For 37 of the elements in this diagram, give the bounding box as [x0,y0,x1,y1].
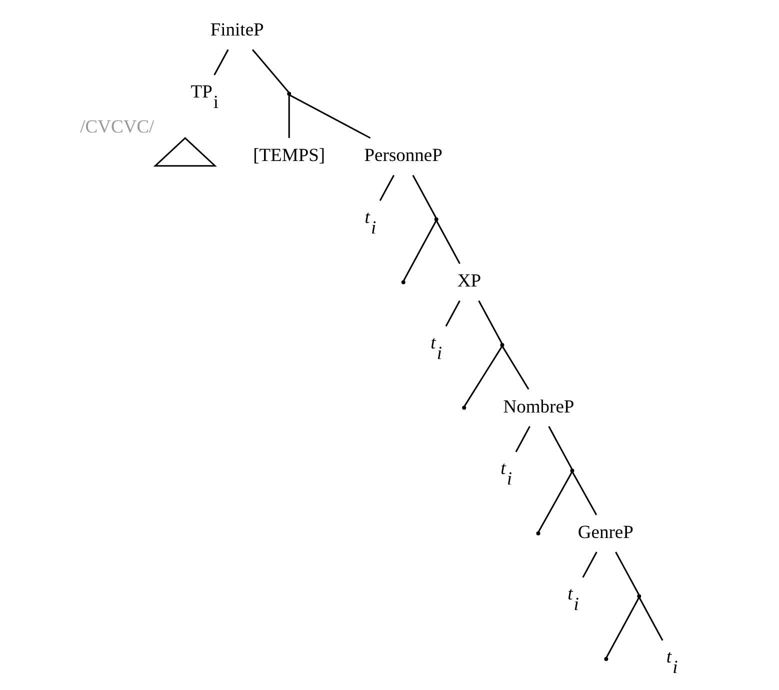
node-text: NombreP [502,396,574,418]
connector [548,426,572,470]
connector [582,552,597,578]
node-point [434,217,438,222]
connector [444,300,460,327]
connector [501,346,529,390]
node-point [286,92,291,96]
node-text: GenreP [577,522,633,543]
connector [412,174,436,218]
node-text: XP [456,270,481,292]
node-point [636,594,641,598]
node-point [570,468,574,473]
connector [251,49,289,93]
connector [402,220,436,281]
connector [478,300,502,344]
node-point [536,531,540,536]
node-point [462,406,466,410]
node-label: /CVCVC/ [80,116,154,138]
node-point [400,280,405,284]
connector [514,426,530,452]
node-triangle [152,137,216,167]
connector [614,552,639,595]
connector [571,472,597,516]
node-text: PersonneP [364,145,442,166]
connector [213,49,228,76]
connector [605,598,639,658]
node-text: FiniteP [210,20,264,41]
connector [537,472,572,532]
node-text: [TEMPS] [252,145,325,166]
connector [288,94,370,139]
connector [638,598,663,641]
node-point [604,657,608,661]
connector [463,346,502,407]
node-point [500,343,504,347]
connector [378,174,394,201]
connector [288,96,290,138]
connector [436,220,460,264]
